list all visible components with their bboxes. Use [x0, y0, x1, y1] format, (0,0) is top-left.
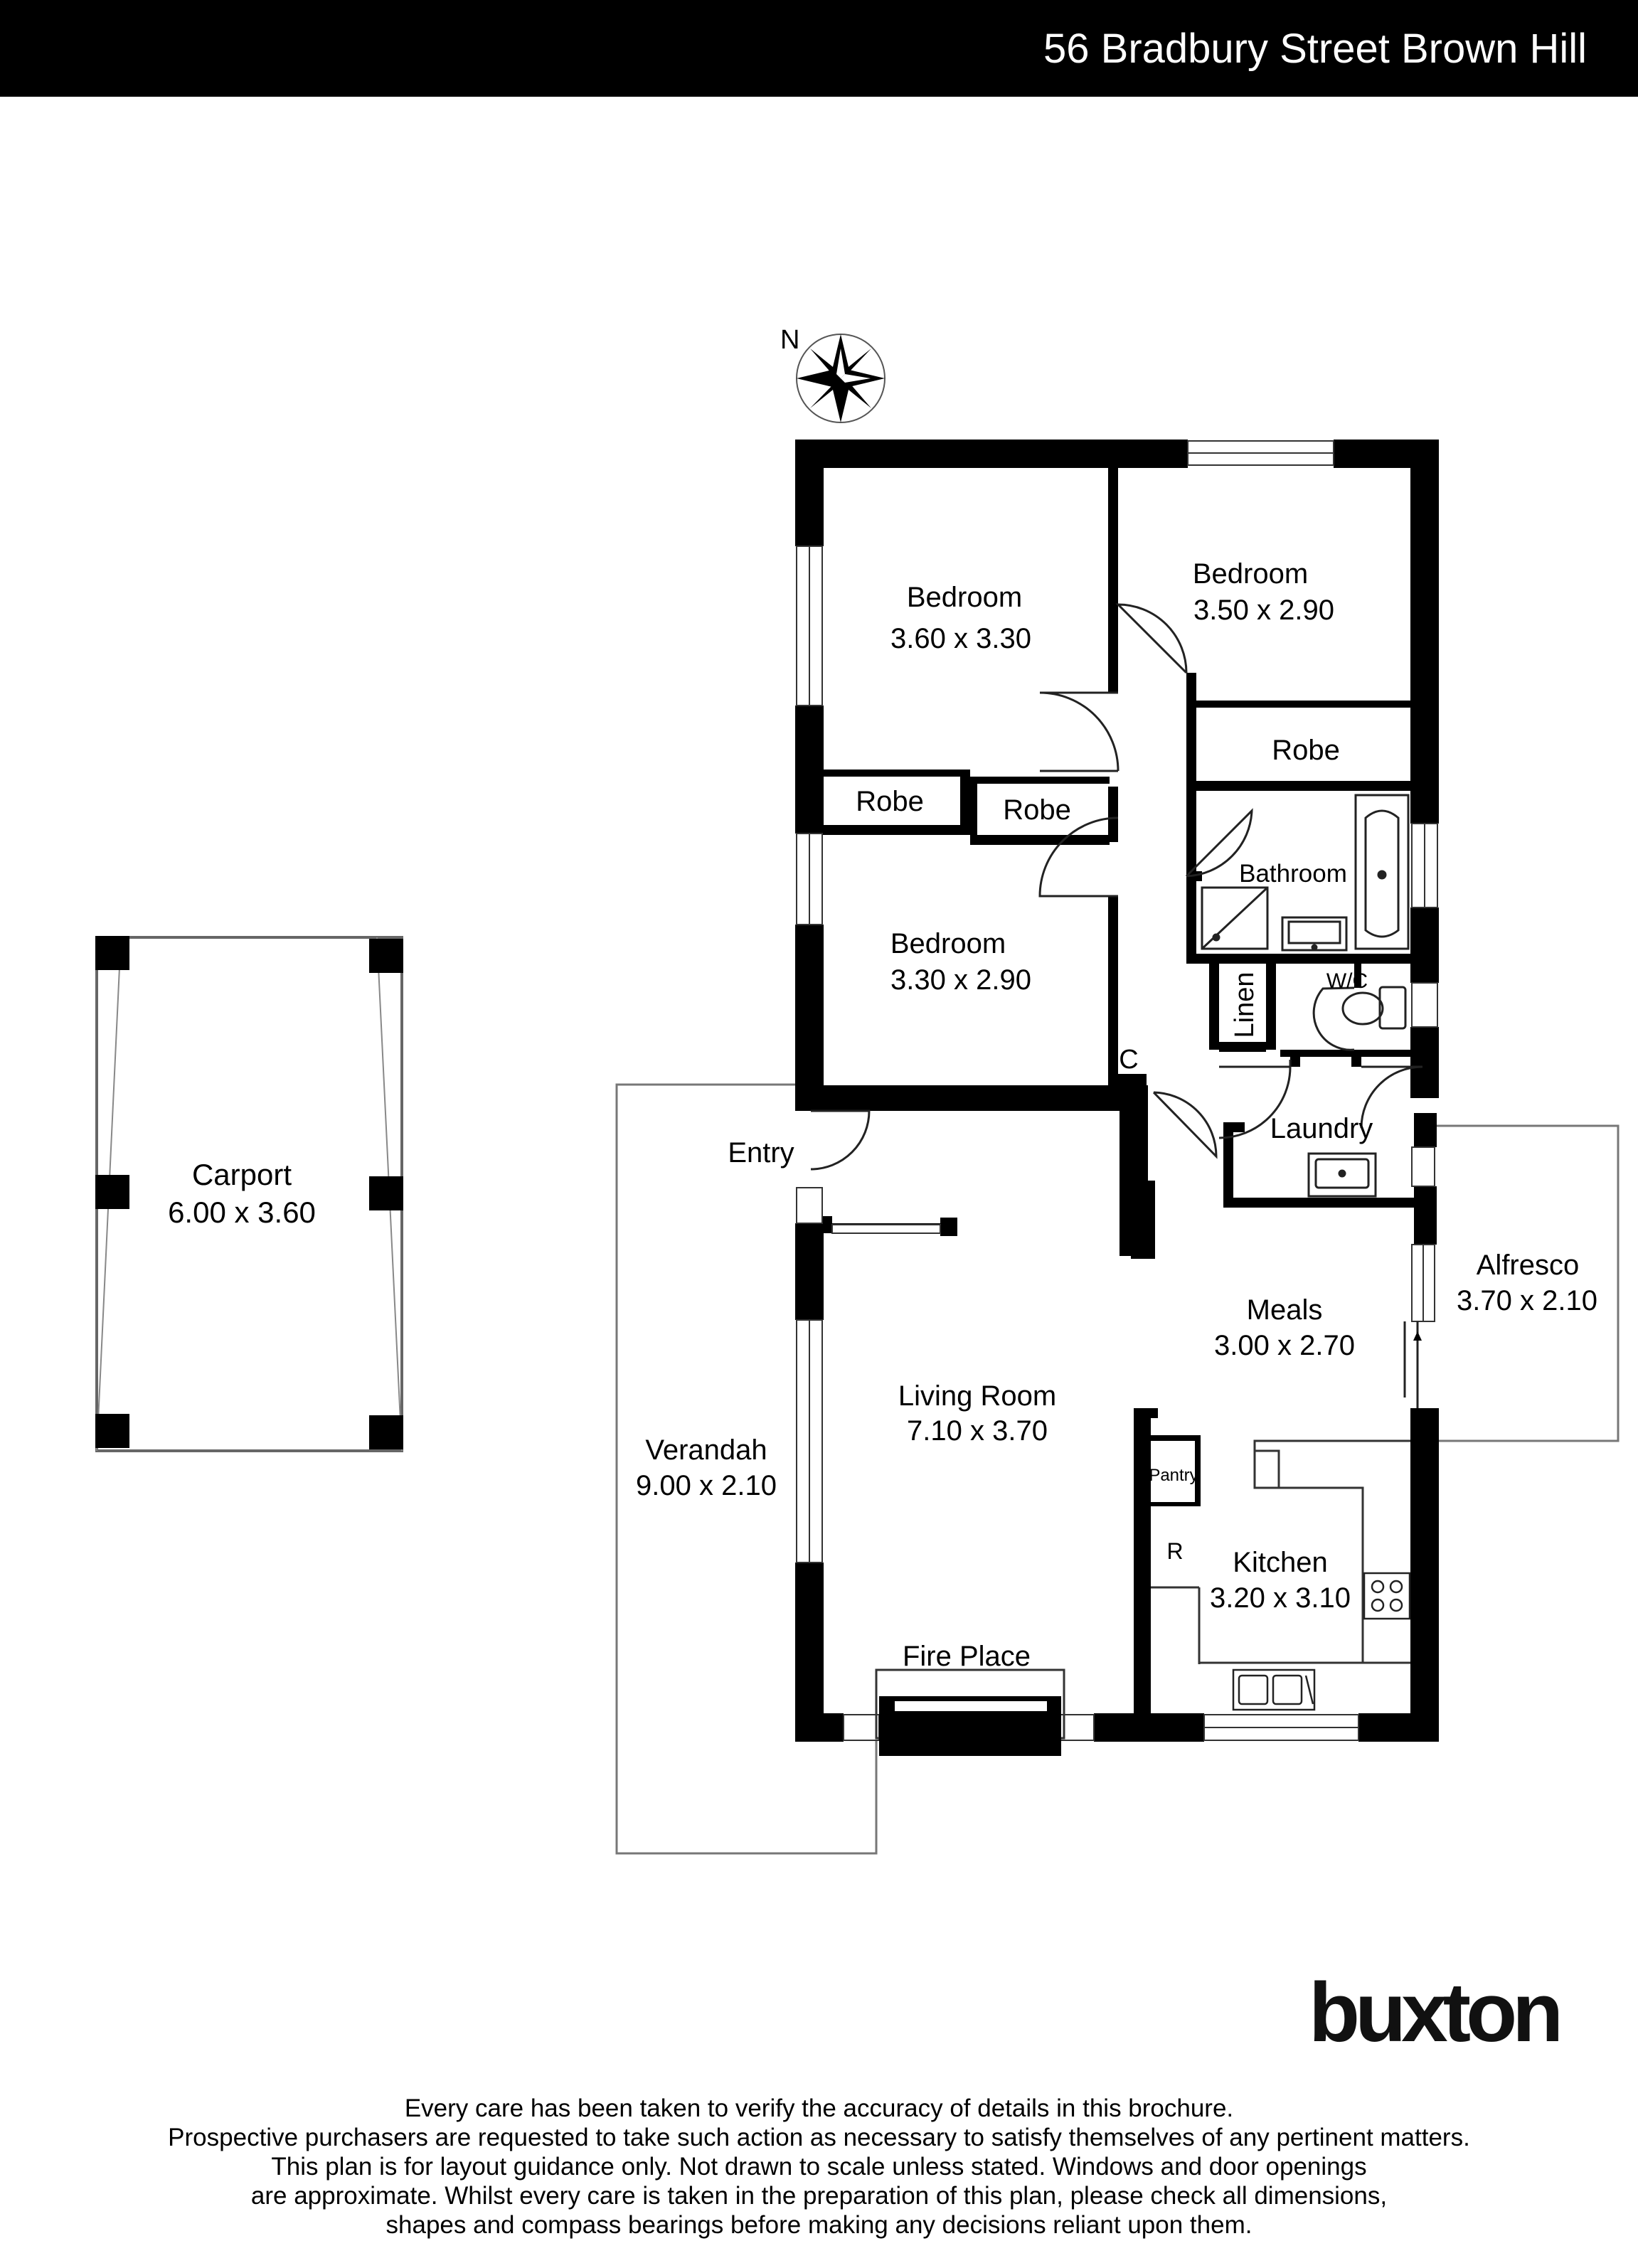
cupboard-label: C	[1119, 1045, 1138, 1075]
room-labels: Bedroom 3.60 x 3.30 Bedroom 3.50 x 2.90 …	[168, 558, 1597, 1672]
carport-post	[369, 1176, 403, 1210]
alfresco-name: Alfresco	[1477, 1250, 1580, 1281]
carport-size: 6.00 x 3.60	[168, 1196, 316, 1229]
living-size: 7.10 x 3.70	[907, 1415, 1048, 1447]
kitchen-name: Kitchen	[1233, 1547, 1327, 1578]
kitchen-sink	[1232, 1668, 1316, 1711]
wc-label: W/C	[1326, 969, 1368, 993]
disclaimer-line: Prospective purchasers are requested to …	[168, 2124, 1470, 2151]
meals-size: 3.00 x 2.70	[1214, 1330, 1355, 1361]
shower	[1201, 886, 1269, 950]
carport-name: Carport	[192, 1158, 292, 1191]
bathroom-label: Bathroom	[1239, 860, 1347, 888]
fireplace-label: Fire Place	[903, 1641, 1031, 1672]
linen-label: Linen	[1230, 972, 1260, 1038]
carport-post	[369, 1415, 403, 1449]
basin	[1281, 916, 1348, 952]
robe3-label: Robe	[1003, 794, 1071, 826]
verandah-outline	[615, 1083, 878, 1855]
meals-name: Meals	[1247, 1294, 1323, 1326]
laundry-tub	[1307, 1152, 1377, 1198]
door-swings	[810, 603, 1423, 1171]
sliding-door	[1403, 1321, 1422, 1408]
toilet-icon	[1341, 986, 1407, 1030]
walls	[795, 440, 1439, 1742]
entry-label: Entry	[728, 1137, 794, 1168]
verandah-name: Verandah	[645, 1434, 767, 1466]
carport-post	[95, 1175, 129, 1209]
fridge-label: R	[1166, 1538, 1183, 1564]
carport-post	[369, 939, 403, 973]
living-name: Living Room	[898, 1380, 1056, 1412]
header-bar: 56 Bradbury Street Brown Hill	[0, 0, 1638, 97]
bedroom3-size: 3.30 x 2.90	[890, 964, 1031, 996]
disclaimer-line: This plan is for layout guidance only. N…	[271, 2153, 1367, 2181]
bedroom2-size: 3.50 x 2.90	[1193, 595, 1334, 626]
disclaimer: Every care has been taken to verify the …	[71, 2094, 1567, 2240]
disclaimer-line: shapes and compass bearings before makin…	[385, 2211, 1253, 2239]
cooktop-icon	[1363, 1572, 1411, 1620]
laundry-label: Laundry	[1270, 1113, 1373, 1144]
verandah-size: 9.00 x 2.10	[636, 1470, 777, 1501]
kitchen-bench	[1151, 1439, 1410, 1664]
compass-north-label: N	[780, 325, 799, 355]
bedroom1-name: Bedroom	[907, 582, 1022, 613]
bedroom2-name: Bedroom	[1193, 558, 1308, 590]
bedroom3-name: Bedroom	[890, 928, 1006, 959]
windows	[796, 440, 1438, 1741]
robe1-label: Robe	[1272, 735, 1340, 766]
pantry-label: Pantry	[1149, 1466, 1198, 1485]
property-address: 56 Bradbury Street Brown Hill	[1043, 26, 1587, 72]
bedroom1-size: 3.60 x 3.30	[890, 623, 1031, 654]
alfresco-outline	[1430, 1124, 1620, 1442]
alfresco-size: 3.70 x 2.10	[1457, 1285, 1597, 1316]
disclaimer-line: Every care has been taken to verify the …	[404, 2094, 1234, 2122]
disclaimer-line: are approximate. Whilst every care is ta…	[250, 2182, 1388, 2210]
bath-tub	[1354, 794, 1410, 950]
buxton-logo: buxton	[1309, 1966, 1563, 2060]
carport	[95, 936, 403, 1452]
carport-post	[95, 1414, 129, 1448]
kitchen-size: 3.20 x 3.10	[1210, 1582, 1351, 1614]
robe2-label: Robe	[856, 786, 924, 817]
compass-icon: N	[780, 325, 886, 423]
carport-post	[95, 936, 129, 970]
fireplace-icon	[875, 1668, 1065, 1756]
